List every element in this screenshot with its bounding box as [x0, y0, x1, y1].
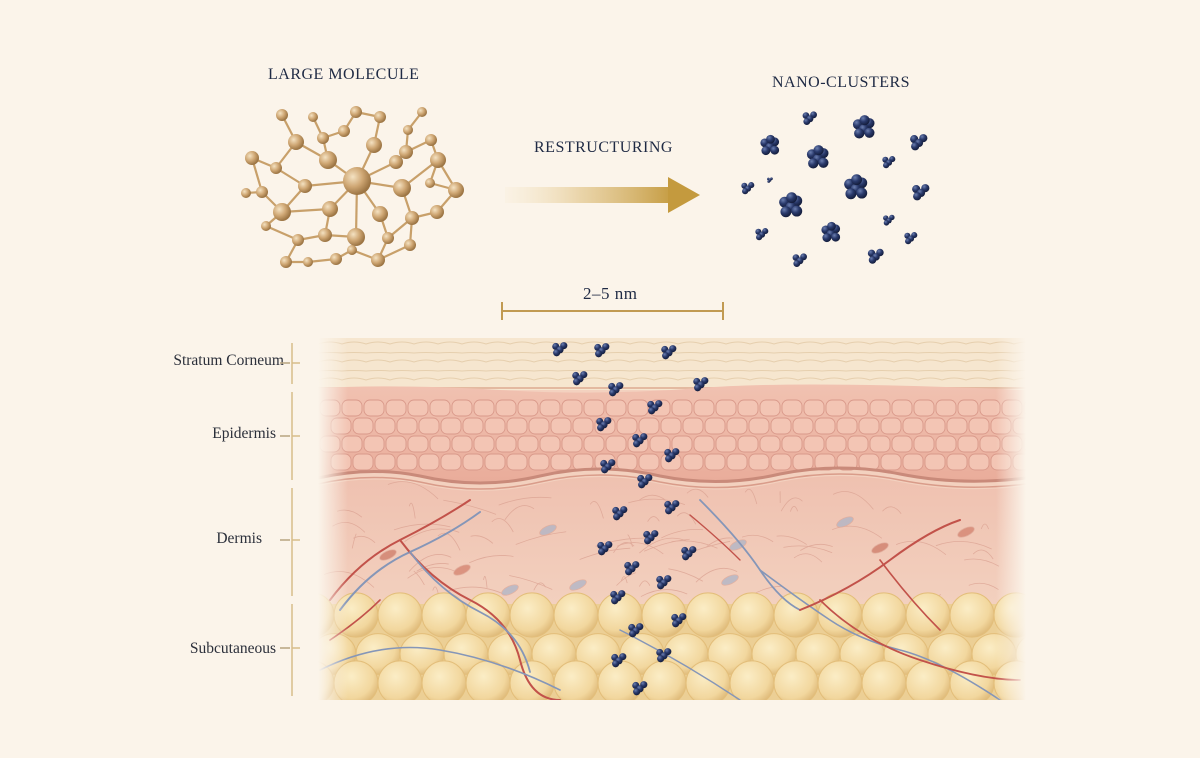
scale-label: 2–5 nm — [583, 284, 638, 303]
large-molecule-label: LARGE MOLECULE — [268, 66, 420, 83]
layer-label-stratum-corneum: Stratum Corneum — [173, 352, 284, 369]
scale-bar — [501, 302, 724, 320]
large-molecule-illustration — [241, 106, 464, 268]
restructuring-arrow — [505, 177, 700, 213]
layer-label-dermis: Dermis — [216, 530, 262, 547]
nano-clusters-label: NANO-CLUSTERS — [772, 74, 911, 91]
penetrating-nano-clusters — [552, 342, 709, 696]
skin-cross-section — [318, 338, 1026, 700]
nano-clusters-illustration — [741, 111, 930, 267]
layer-label-subcutaneous: Subcutaneous — [189, 640, 276, 657]
dermis-layer — [318, 476, 1026, 612]
layer-label-epidermis: Epidermis — [212, 425, 276, 442]
layer-brackets — [280, 343, 300, 696]
restructuring-label: RESTRUCTURING — [534, 139, 673, 156]
